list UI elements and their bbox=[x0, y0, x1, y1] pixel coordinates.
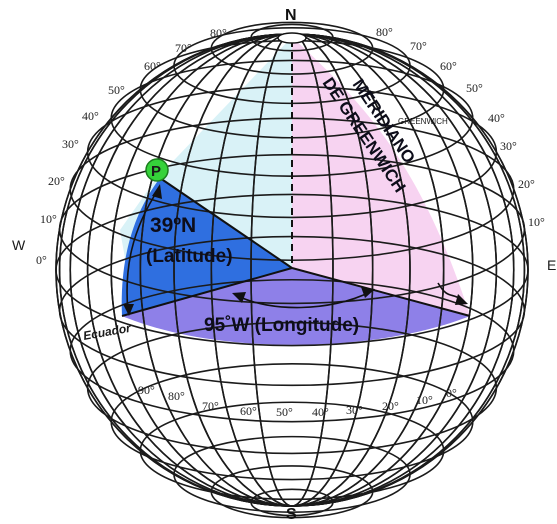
bottom-degree-label: 90° bbox=[138, 383, 155, 397]
point-p-marker bbox=[145, 158, 169, 182]
left-degree-label: 80° bbox=[210, 26, 227, 40]
right-degree-label: 50° bbox=[466, 81, 483, 95]
greenwich-pointer-head bbox=[455, 294, 468, 305]
greenwich-small-label: GREENWICH bbox=[398, 117, 448, 126]
west-label: W bbox=[12, 237, 26, 253]
longitude-arrow-head-left bbox=[232, 292, 246, 303]
left-degree-labels: 80° 70° 60° 50° 40°30° 20° 10° 0° bbox=[36, 26, 227, 267]
left-degree-label: 50° bbox=[108, 83, 125, 97]
right-degree-label: 20° bbox=[518, 177, 535, 191]
bottom-degree-label: 10° bbox=[416, 393, 433, 407]
left-degree-label: 30° bbox=[62, 137, 79, 151]
bottom-degree-label: 50° bbox=[276, 405, 293, 419]
right-degree-label: 40° bbox=[488, 111, 505, 125]
right-degree-label: 60° bbox=[440, 59, 457, 73]
north-pole-label: N bbox=[285, 7, 297, 24]
latitude-caption: (Latitude) bbox=[146, 246, 233, 267]
left-degree-label: 40° bbox=[82, 109, 99, 123]
latitude-arrow-head-top bbox=[152, 184, 162, 199]
bottom-degree-label: 40° bbox=[312, 405, 329, 419]
longitude-arc-arrow bbox=[237, 291, 371, 309]
equator-radius-left bbox=[121, 267, 293, 317]
north-pole-cap bbox=[277, 32, 307, 44]
bottom-degree-label: 80° bbox=[168, 389, 185, 403]
latitude-arc-arrow bbox=[126, 189, 159, 313]
left-degree-label: 70° bbox=[175, 41, 192, 55]
longitude-label: 95˚W (Longitude) bbox=[204, 315, 359, 336]
bottom-degree-label: 20° bbox=[382, 399, 399, 413]
latitude-sector bbox=[121, 178, 292, 316]
right-degree-labels: 80° 70° 60° 50° 40° 30° 20° 10° bbox=[376, 25, 545, 229]
bottom-degree-label: 60° bbox=[240, 404, 257, 418]
latitude-arrow-head-bottom bbox=[123, 304, 134, 316]
east-label: E bbox=[547, 257, 556, 273]
right-degree-label: 80° bbox=[376, 25, 393, 39]
point-p-label: P bbox=[151, 163, 161, 180]
bottom-degree-label: 0° bbox=[446, 386, 457, 400]
bottom-degree-labels: 90° 80° 70° 60° 50° 40° 30° 20° 10° 0° bbox=[138, 383, 457, 419]
equator-label: Ecuador bbox=[82, 321, 133, 343]
right-degree-label: 10° bbox=[528, 215, 545, 229]
radius-lines bbox=[121, 40, 471, 317]
left-degree-label: 20° bbox=[48, 174, 65, 188]
latitude-radius bbox=[159, 177, 293, 269]
latitude-value: 39ºN bbox=[150, 214, 196, 237]
longitude-sector bbox=[122, 268, 470, 345]
right-degree-label: 30° bbox=[500, 139, 517, 153]
left-degree-label: 10° bbox=[40, 212, 57, 226]
bottom-degree-label: 70° bbox=[202, 399, 219, 413]
equator-radius-right bbox=[291, 267, 471, 317]
left-degree-label: 60° bbox=[144, 59, 161, 73]
left-degree-label: 0° bbox=[36, 253, 47, 267]
longitude-arrow-head-right bbox=[361, 287, 375, 298]
right-degree-label: 70° bbox=[410, 39, 427, 53]
bottom-degree-label: 30° bbox=[346, 403, 363, 417]
south-pole-label: S bbox=[286, 506, 297, 523]
